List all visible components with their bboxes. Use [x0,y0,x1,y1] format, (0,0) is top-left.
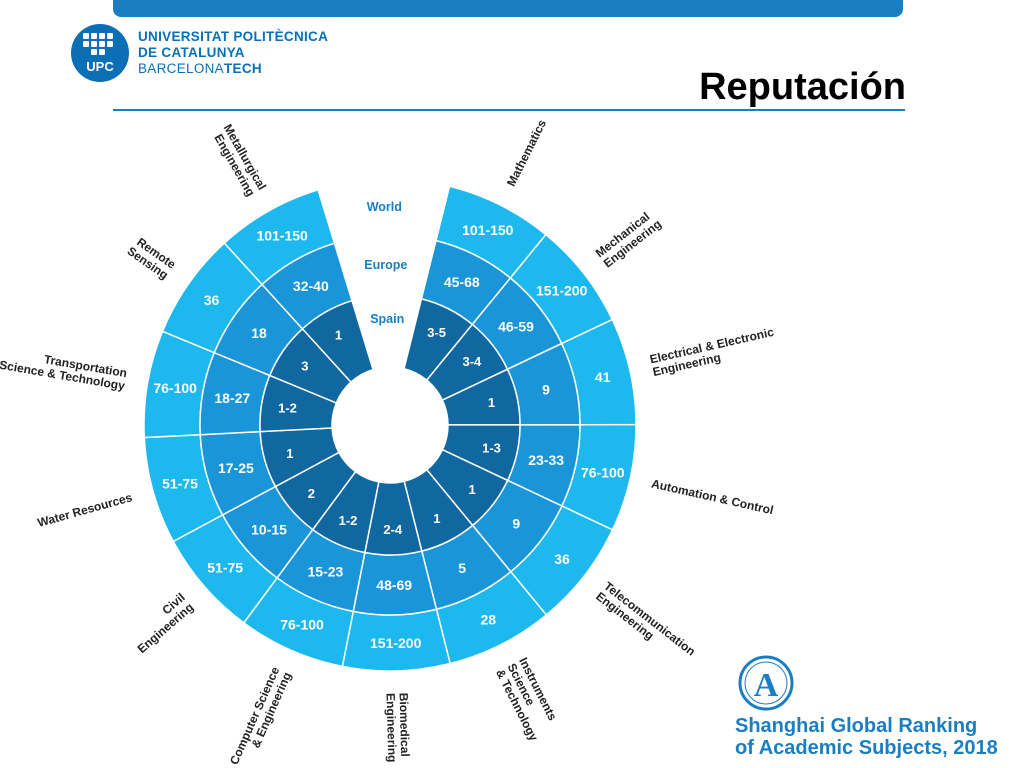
value-world-13: 101-150 [256,228,308,244]
subject-label-4-line-1: Automation & Control [650,477,775,518]
subject-label-10-line-1: Water Resources [36,490,134,530]
upc-logo-text: UPC [86,59,114,74]
title-divider [113,109,905,111]
university-name: UNIVERSITAT POLITÈCNICA DE CATALUNYA BAR… [138,29,328,77]
subject-label-1: Mathematics [504,117,549,189]
value-world-3: 41 [595,369,611,385]
value-world-10: 51-75 [162,476,198,492]
value-europe-2: 46-59 [498,318,534,334]
subject-label-5-line-1: Telecommunication [601,579,698,659]
wedge-spain-13 [301,299,374,384]
shanghai-ranking-logo-letter: A [754,667,779,704]
value-spain-4: 1-3 [482,441,501,456]
university-line-2: DE CATALUNYA [138,45,245,60]
value-world-11: 76-100 [153,380,197,396]
wheel-value-labels: 101-150 45-68 3-5 151-200 46-59 3-4 41 9 1 76-100… [153,222,624,651]
value-europe-13: 32-40 [293,278,329,294]
value-world-2: 151-200 [536,283,588,299]
value-spain-8: 1-2 [339,513,358,528]
value-world-5: 36 [554,551,570,567]
value-spain-13: 1 [335,328,342,343]
value-europe-1: 45-68 [444,274,480,290]
value-world-8: 76-100 [280,616,324,632]
shanghai-ranking-logo: A [738,655,794,711]
value-world-6: 28 [481,612,497,628]
value-spain-11: 1-2 [278,400,297,415]
value-spain-10: 1 [286,446,293,461]
ranking-source: Shanghai Global Ranking of Academic Subj… [735,715,998,759]
subject-label-4: Automation & Control [650,477,775,518]
value-europe-5: 9 [512,515,520,531]
subject-label-7-line-2: Engineering [384,693,400,763]
value-spain-5: 1 [468,482,475,497]
subject-label-7-line-1: Biomedical [397,693,413,757]
university-line-3a: BARCELONA [138,61,224,76]
value-europe-7: 48-69 [376,577,412,593]
value-europe-9: 10-15 [251,522,287,538]
ranking-source-line-2: of Academic Subjects, 2018 [735,737,998,759]
value-europe-3: 9 [542,382,550,398]
value-world-7: 151-200 [370,635,422,651]
value-world-1: 101-150 [462,222,514,238]
subject-label-8: Computer Science& Engineering [227,664,294,766]
university-line-3: BARCELONATECH [138,61,328,77]
top-banner-bar [113,0,903,17]
value-spain-6: 1 [433,511,440,526]
subject-label-1-line-1: Mathematics [504,117,549,189]
value-europe-8: 15-23 [308,563,344,579]
value-spain-2: 3-4 [463,354,483,369]
value-spain-9: 2 [308,486,315,501]
ranking-source-line-1: Shanghai Global Ranking [735,715,978,737]
value-world-4: 76-100 [581,464,625,480]
subject-label-10: Water Resources [36,490,134,530]
ring-label-spain: Spain [370,312,404,326]
value-spain-1: 3-5 [427,325,446,340]
university-line-3b: TECH [223,61,262,76]
university-line-1: UNIVERSITAT POLITÈCNICA [138,29,329,44]
value-europe-6: 5 [458,560,466,576]
value-spain-12: 3 [301,358,308,373]
ring-label-europe: Europe [364,258,407,272]
value-europe-12: 18 [251,325,267,341]
slide-title: Reputación [699,66,906,108]
value-spain-3: 1 [488,395,495,410]
value-world-9: 51-75 [207,560,243,576]
ring-label-world: World [367,200,402,214]
upc-logo: UPC [71,24,129,82]
value-europe-10: 17-25 [218,460,254,476]
value-spain-7: 2-4 [383,522,403,537]
value-world-12: 36 [204,292,220,308]
wheel-rings [143,185,637,672]
value-europe-4: 23-33 [528,452,564,468]
value-europe-11: 18-27 [214,390,250,406]
